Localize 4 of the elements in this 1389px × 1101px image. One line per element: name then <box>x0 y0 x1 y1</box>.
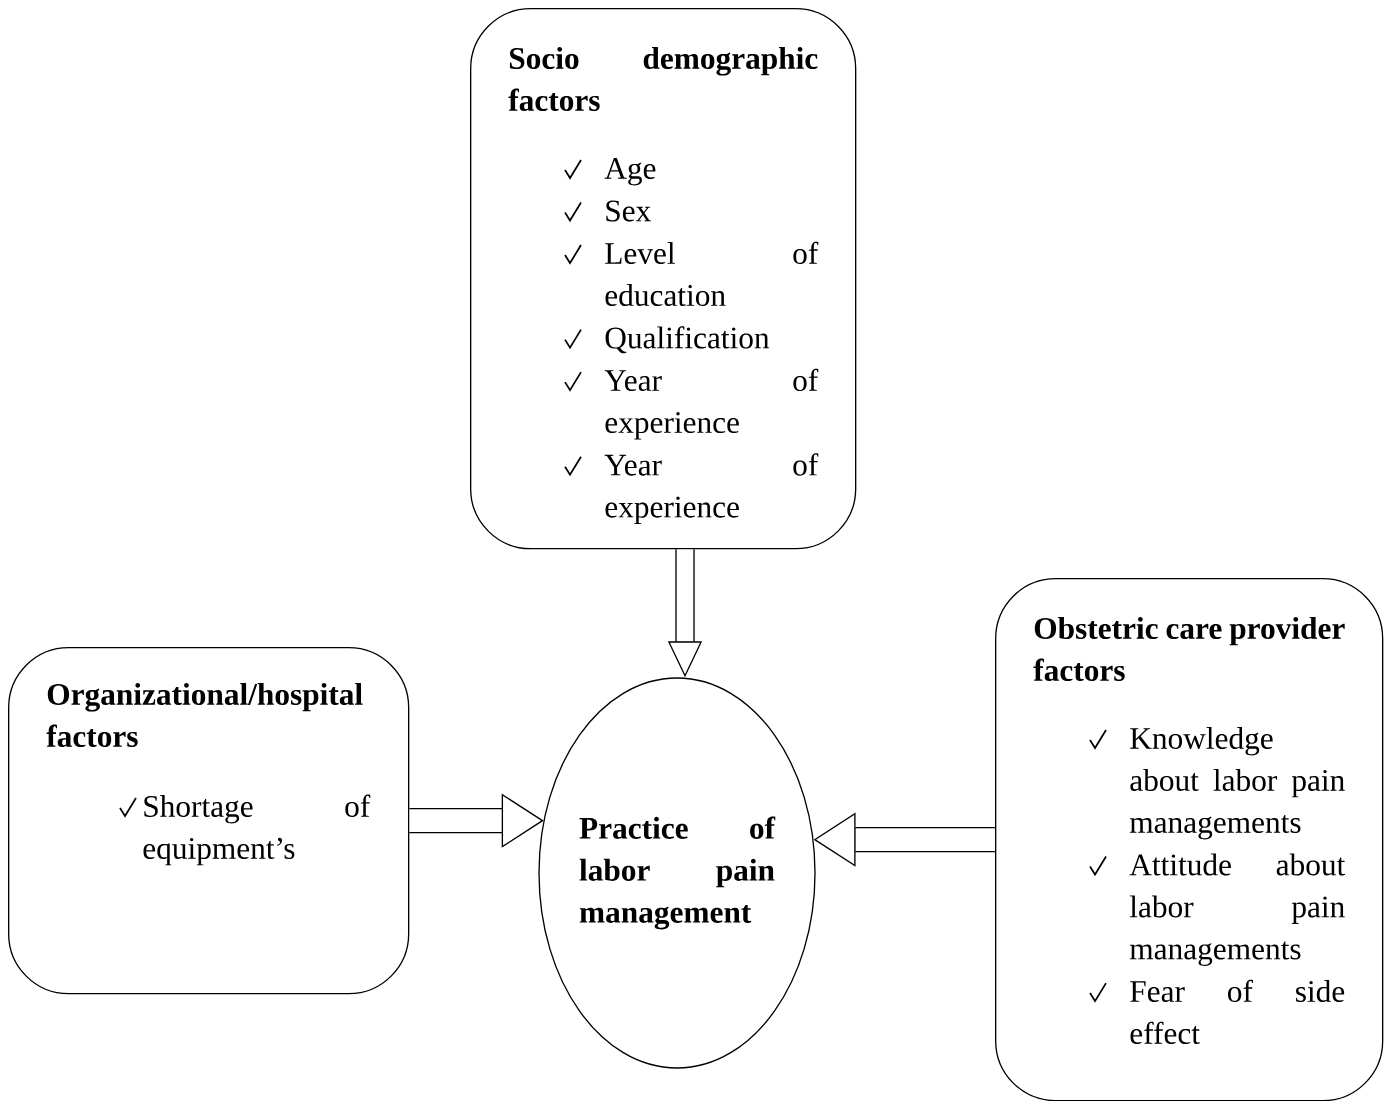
hollow-arrow <box>409 793 544 848</box>
factor-box: Socio demographic factors Age Sex Level of education Qualification Year of experience Year of experience <box>470 8 857 550</box>
factor-box: Obstetric care provider factors Knowledge about labor pain managements Attitude about labor pain managements Fear of side effect <box>995 578 1384 1101</box>
factor-box: Organizational/hospital factors Shortage of equipment’s <box>8 647 410 995</box>
